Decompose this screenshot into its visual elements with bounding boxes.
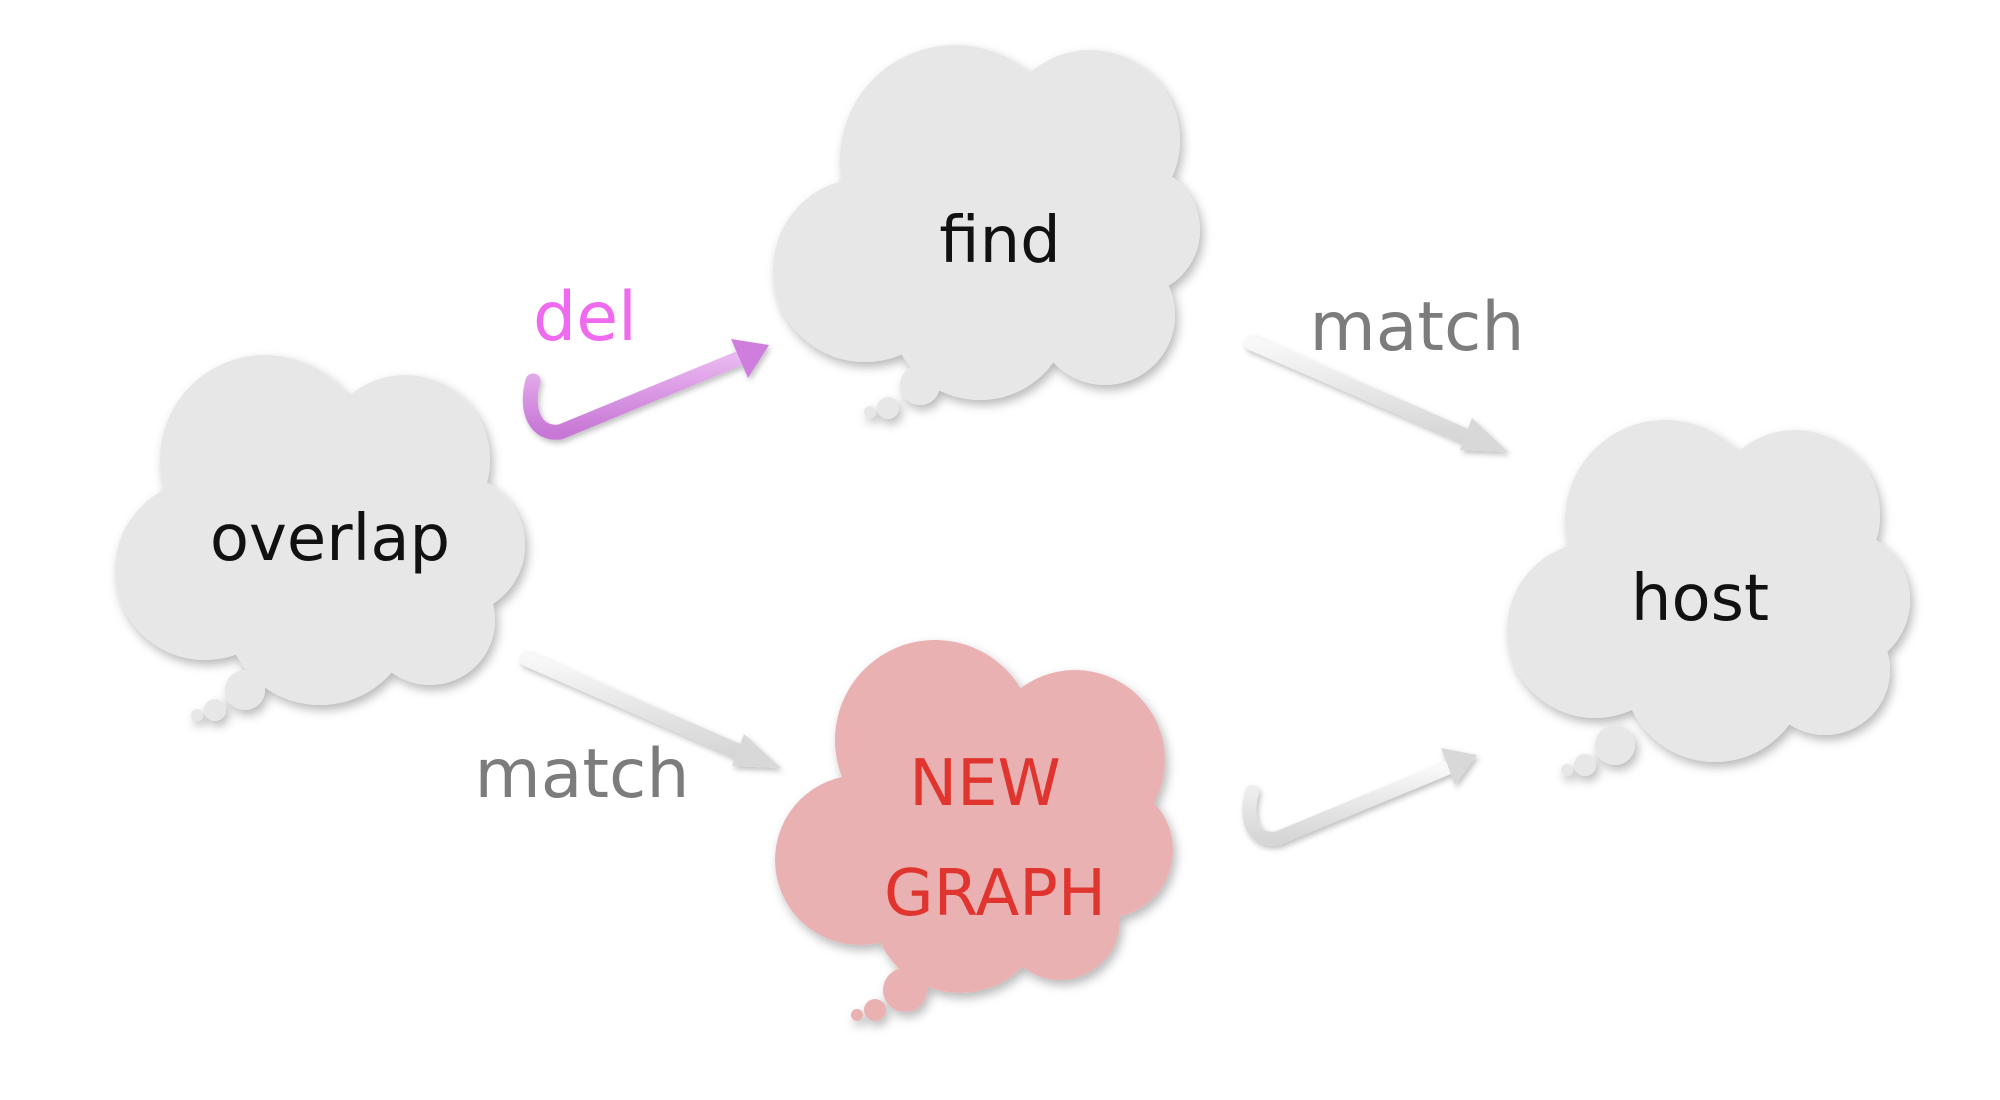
arrow-find-host-head [1460,418,1508,452]
arrow-overlap-newgraph-head [732,734,781,768]
node-host-label: host [1631,562,1769,636]
cloud-host[interactable] [1507,420,1910,776]
edge-find-host-label: match [1309,288,1524,367]
node-overlap-label: overlap [210,502,450,576]
node-find-label: find [939,204,1061,278]
arrow-find-to-host[interactable] [1244,335,1508,452]
cloud-new-graph-shape [775,640,1173,1021]
cloud-find[interactable] [773,45,1200,419]
edge-del-label: del [533,278,637,357]
arrow-del-head [731,339,769,378]
arrow-find-host-shaft [1244,335,1476,445]
arrow-newgraph-host-head [1441,748,1477,785]
arrow-new-graph-to-host[interactable] [1242,748,1477,846]
arrow-overlap-to-find[interactable] [522,339,769,440]
arrow-overlap-to-new-graph[interactable] [519,651,781,768]
node-new-graph-line2: GRAPH [884,857,1106,931]
arrow-overlap-newgraph-shaft [519,651,748,760]
cloud-host-shape [1507,420,1910,776]
cloud-find-shape [773,45,1200,419]
cloud-overlap[interactable] [115,355,525,721]
edge-overlap-newgraph-label: match [474,735,689,814]
arrow-del-shaft [522,350,748,440]
arrow-newgraph-host-shaft [1242,761,1454,846]
node-new-graph-line1: NEW [909,747,1061,821]
cloud-new-graph[interactable] [775,640,1173,1021]
cloud-overlap-shape [115,355,525,721]
